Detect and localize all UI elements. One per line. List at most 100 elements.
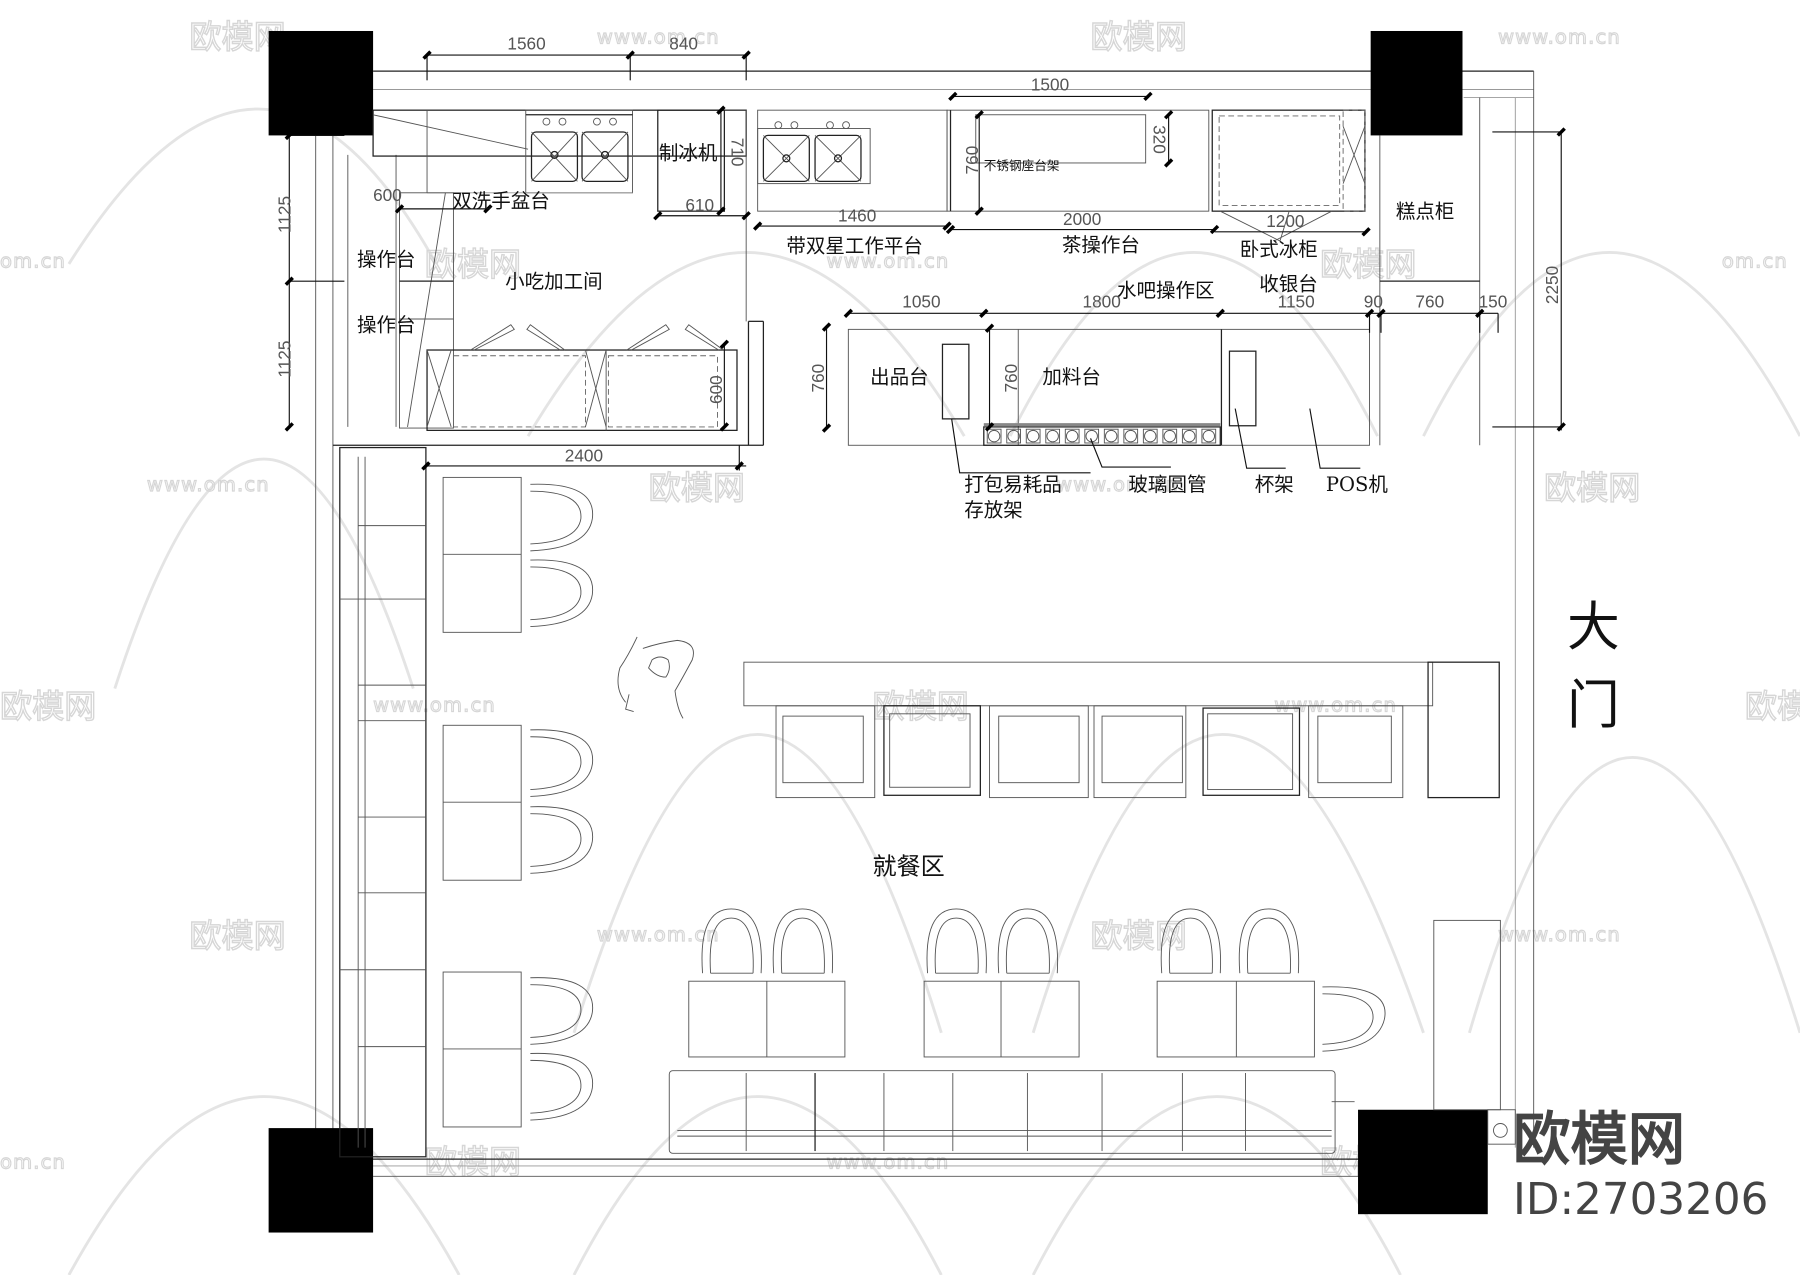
chair-icon [530, 559, 594, 628]
water-bar [847, 328, 1370, 474]
svg-text:欧模网: 欧模网 [0, 687, 96, 725]
svg-text:1560: 1560 [507, 33, 545, 53]
callout-glass-tubes: 玻璃圆管 [1128, 473, 1206, 496]
chair-icon [926, 908, 987, 974]
left-banquette [339, 446, 427, 1158]
svg-text:om.cn: om.cn [1722, 249, 1788, 272]
svg-text:www.om.cn: www.om.cn [1056, 473, 1179, 496]
chair-icon [530, 483, 594, 552]
room-labels: 双洗手盆台 制冰机 不锈钢座台架 带双星工作平台 茶操作台 卧式冰柜 收银台 水… [357, 142, 1620, 881]
label-tea-station: 茶操作台 [1062, 233, 1140, 256]
svg-text:1150: 1150 [1278, 292, 1315, 312]
svg-text:欧模网: 欧模网 [649, 469, 745, 507]
callout-pos: POS机 [1326, 473, 1388, 496]
chair-icon [997, 908, 1059, 974]
column-top-right [1370, 30, 1463, 136]
sink-icon [581, 117, 629, 182]
svg-text:760: 760 [962, 146, 982, 175]
chair-icon [1322, 986, 1386, 1052]
label-entrance-2: 门 [1567, 675, 1620, 736]
label-ice-machine: 制冰机 [659, 142, 718, 165]
label-pastry-cabinet: 糕点柜 [1396, 200, 1455, 223]
walls [268, 30, 1535, 1233]
svg-text:150: 150 [1479, 292, 1508, 312]
column-top-left [268, 30, 374, 136]
svg-text:om.cn: om.cn [0, 1150, 66, 1173]
svg-text:www.om.cn: www.om.cn [597, 26, 720, 49]
chairs-bottom-row [701, 908, 1386, 1052]
bottom-banquette [668, 1070, 1355, 1154]
label-work-table-2: 操作台 [357, 314, 416, 337]
chair-icon [530, 729, 594, 797]
svg-text:www.om.cn: www.om.cn [373, 694, 496, 717]
svg-text:1500: 1500 [1031, 75, 1069, 95]
svg-text:欧模网: 欧模网 [425, 245, 521, 283]
svg-text:www.om.cn: www.om.cn [147, 473, 270, 496]
brand-logo-text: 欧模网 [1513, 1106, 1685, 1173]
svg-text:760: 760 [808, 364, 828, 393]
column-bottom-left [268, 1128, 374, 1233]
chair-icon [701, 908, 762, 974]
chair-icon [1238, 908, 1300, 974]
svg-text:2250: 2250 [1542, 266, 1562, 304]
svg-text:www.om.cn: www.om.cn [1274, 694, 1397, 717]
chair-icon [1160, 908, 1222, 974]
sink-icon [530, 117, 579, 182]
svg-text:1200: 1200 [1266, 211, 1304, 231]
dimension-lines: 1560 840 1500 760 320 710 610 600 1460 2… [274, 33, 1566, 471]
watermark-text: 欧模网 www.om.cn 欧模网 www.om.cn om.cn 欧模网 ww… [0, 18, 1800, 1182]
callout-cup-rack: 杯架 [1255, 473, 1294, 496]
callout-packaging-rack: 打包易耗品 [964, 473, 1062, 496]
svg-text:www.om.cn: www.om.cn [1498, 923, 1621, 946]
label-stainless-rack: 不锈钢座台架 [984, 158, 1060, 173]
brand-id: ID:2703206 [1513, 1175, 1768, 1225]
svg-text:欧模网: 欧模网 [425, 1143, 521, 1181]
svg-text:欧模网: 欧模网 [189, 917, 285, 955]
chairs-left-column [530, 483, 594, 1121]
chair-icon [772, 908, 834, 974]
label-water-bar-area: 水吧操作区 [1117, 279, 1215, 302]
svg-text:610: 610 [685, 195, 714, 215]
svg-text:www.om.cn: www.om.cn [827, 249, 950, 272]
svg-text:欧模网: 欧模网 [1544, 469, 1640, 507]
svg-text:2400: 2400 [565, 445, 603, 465]
label-cashier: 收银台 [1259, 272, 1318, 295]
label-double-sink-workbench: 带双星工作平台 [786, 234, 923, 257]
svg-text:90: 90 [1364, 292, 1383, 312]
label-double-hand-sink: 双洗手盆台 [452, 190, 550, 213]
glass-tubes-row [983, 423, 1221, 446]
label-snack-kitchen: 小吃加工间 [505, 270, 603, 293]
svg-text:欧模网: 欧模网 [1091, 917, 1187, 955]
brand-watermark: 欧模网 ID:2703206 [1513, 1106, 1768, 1225]
label-serving-counter: 出品台 [870, 365, 929, 388]
svg-text:840: 840 [669, 33, 698, 53]
label-work-table-1: 操作台 [357, 248, 416, 271]
svg-text:600: 600 [706, 375, 726, 404]
svg-text:www.om.cn: www.om.cn [597, 923, 720, 946]
kitchen-left [399, 192, 738, 431]
callout-packaging-rack-2: 存放架 [964, 498, 1023, 521]
label-topping-counter: 加料台 [1042, 365, 1101, 388]
svg-text:1050: 1050 [902, 292, 940, 312]
column-bottom-right [1358, 1109, 1488, 1215]
chair-icon [530, 806, 594, 874]
svg-text:760: 760 [1001, 364, 1021, 393]
svg-text:1800: 1800 [1083, 292, 1121, 312]
label-dining-area: 就餐区 [872, 852, 944, 880]
svg-text:1460: 1460 [838, 205, 876, 225]
label-chest-freezer: 卧式冰柜 [1240, 238, 1318, 261]
left-tables [442, 476, 522, 1128]
door-side-panel [1433, 919, 1501, 1111]
kitchen-top-counter [372, 97, 1481, 446]
svg-text:1125: 1125 [274, 341, 294, 378]
svg-text:760: 760 [1415, 292, 1444, 312]
chair-icon [530, 1052, 594, 1121]
watermark-arcs [67, 107, 1800, 1275]
svg-text:欧模网: 欧模网 [1745, 687, 1800, 725]
person-figure-icon [617, 636, 694, 719]
svg-text:www.om.cn: www.om.cn [1498, 26, 1621, 49]
svg-text:600: 600 [373, 185, 402, 205]
sink-icon [762, 121, 810, 182]
svg-text:1125: 1125 [274, 196, 294, 233]
